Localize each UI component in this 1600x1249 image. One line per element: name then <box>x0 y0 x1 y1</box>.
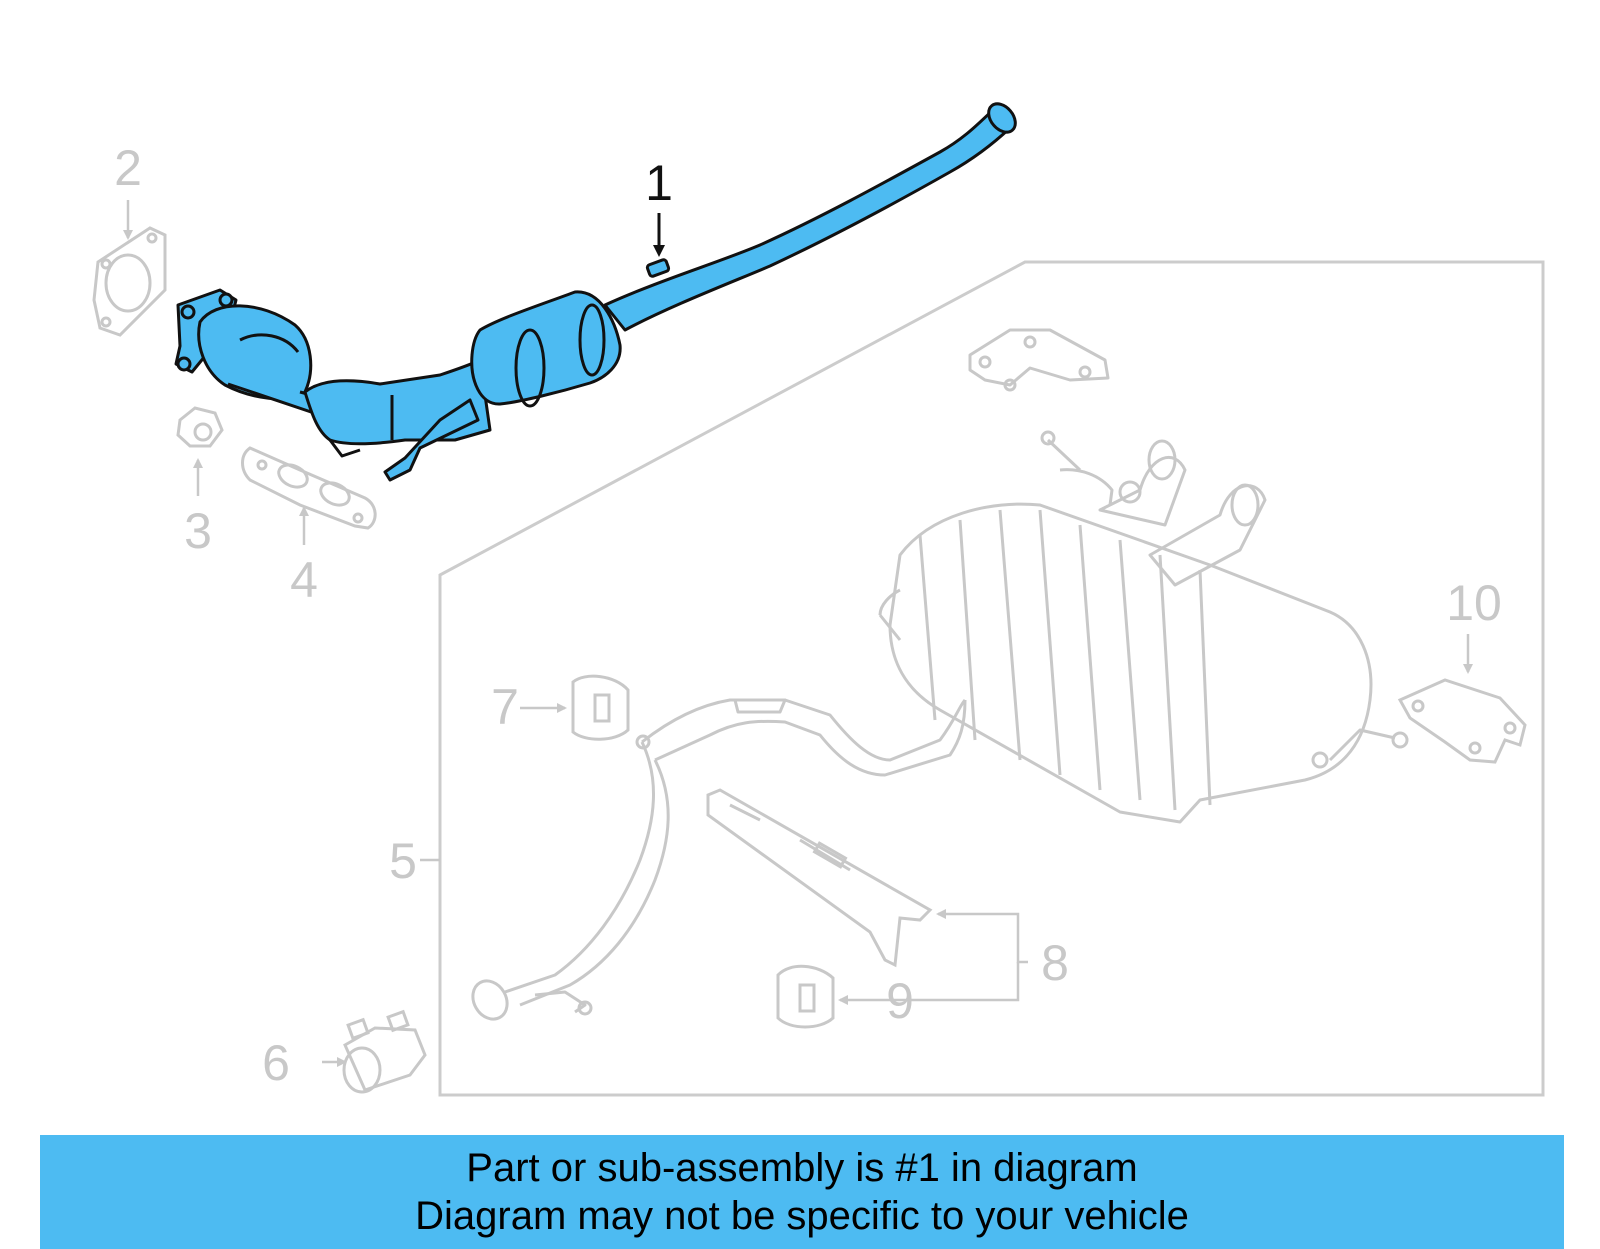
part-10-bracket[interactable] <box>1397 678 1527 764</box>
callout-4: 4 <box>290 552 318 608</box>
part-6-clamp[interactable] <box>342 1009 427 1094</box>
callout-9: 9 <box>886 973 914 1029</box>
part-5-muffler-assembly[interactable] <box>466 328 1409 1025</box>
banner-line-2: Diagram may not be specific to your vehi… <box>415 1194 1189 1238</box>
callout-8: 8 <box>1041 935 1069 991</box>
rear-assembly-frame <box>438 260 1545 1097</box>
part-8-bracket[interactable] <box>706 788 933 968</box>
banner-line-1: Part or sub-assembly is #1 in diagram <box>466 1146 1138 1190</box>
info-banner: Part or sub-assembly is #1 in diagram Di… <box>40 1135 1564 1249</box>
callout-1: 1 <box>645 155 673 211</box>
part-3-nut[interactable] <box>176 406 224 448</box>
callout-2: 2 <box>114 140 142 196</box>
part-1-front-pipe-catalytic-converter[interactable] <box>174 99 1021 482</box>
callout-6: 6 <box>262 1035 290 1091</box>
callout-3: 3 <box>184 503 212 559</box>
part-9-insulator[interactable] <box>776 964 835 1029</box>
callout-7: 7 <box>491 679 519 735</box>
callout-5: 5 <box>389 833 417 889</box>
part-4-gasket[interactable] <box>241 446 377 530</box>
leader-lines <box>123 200 1473 1067</box>
callout-10: 10 <box>1446 575 1502 631</box>
part-2-flange-gasket[interactable] <box>92 226 167 337</box>
part-7-insulator[interactable] <box>571 674 630 741</box>
